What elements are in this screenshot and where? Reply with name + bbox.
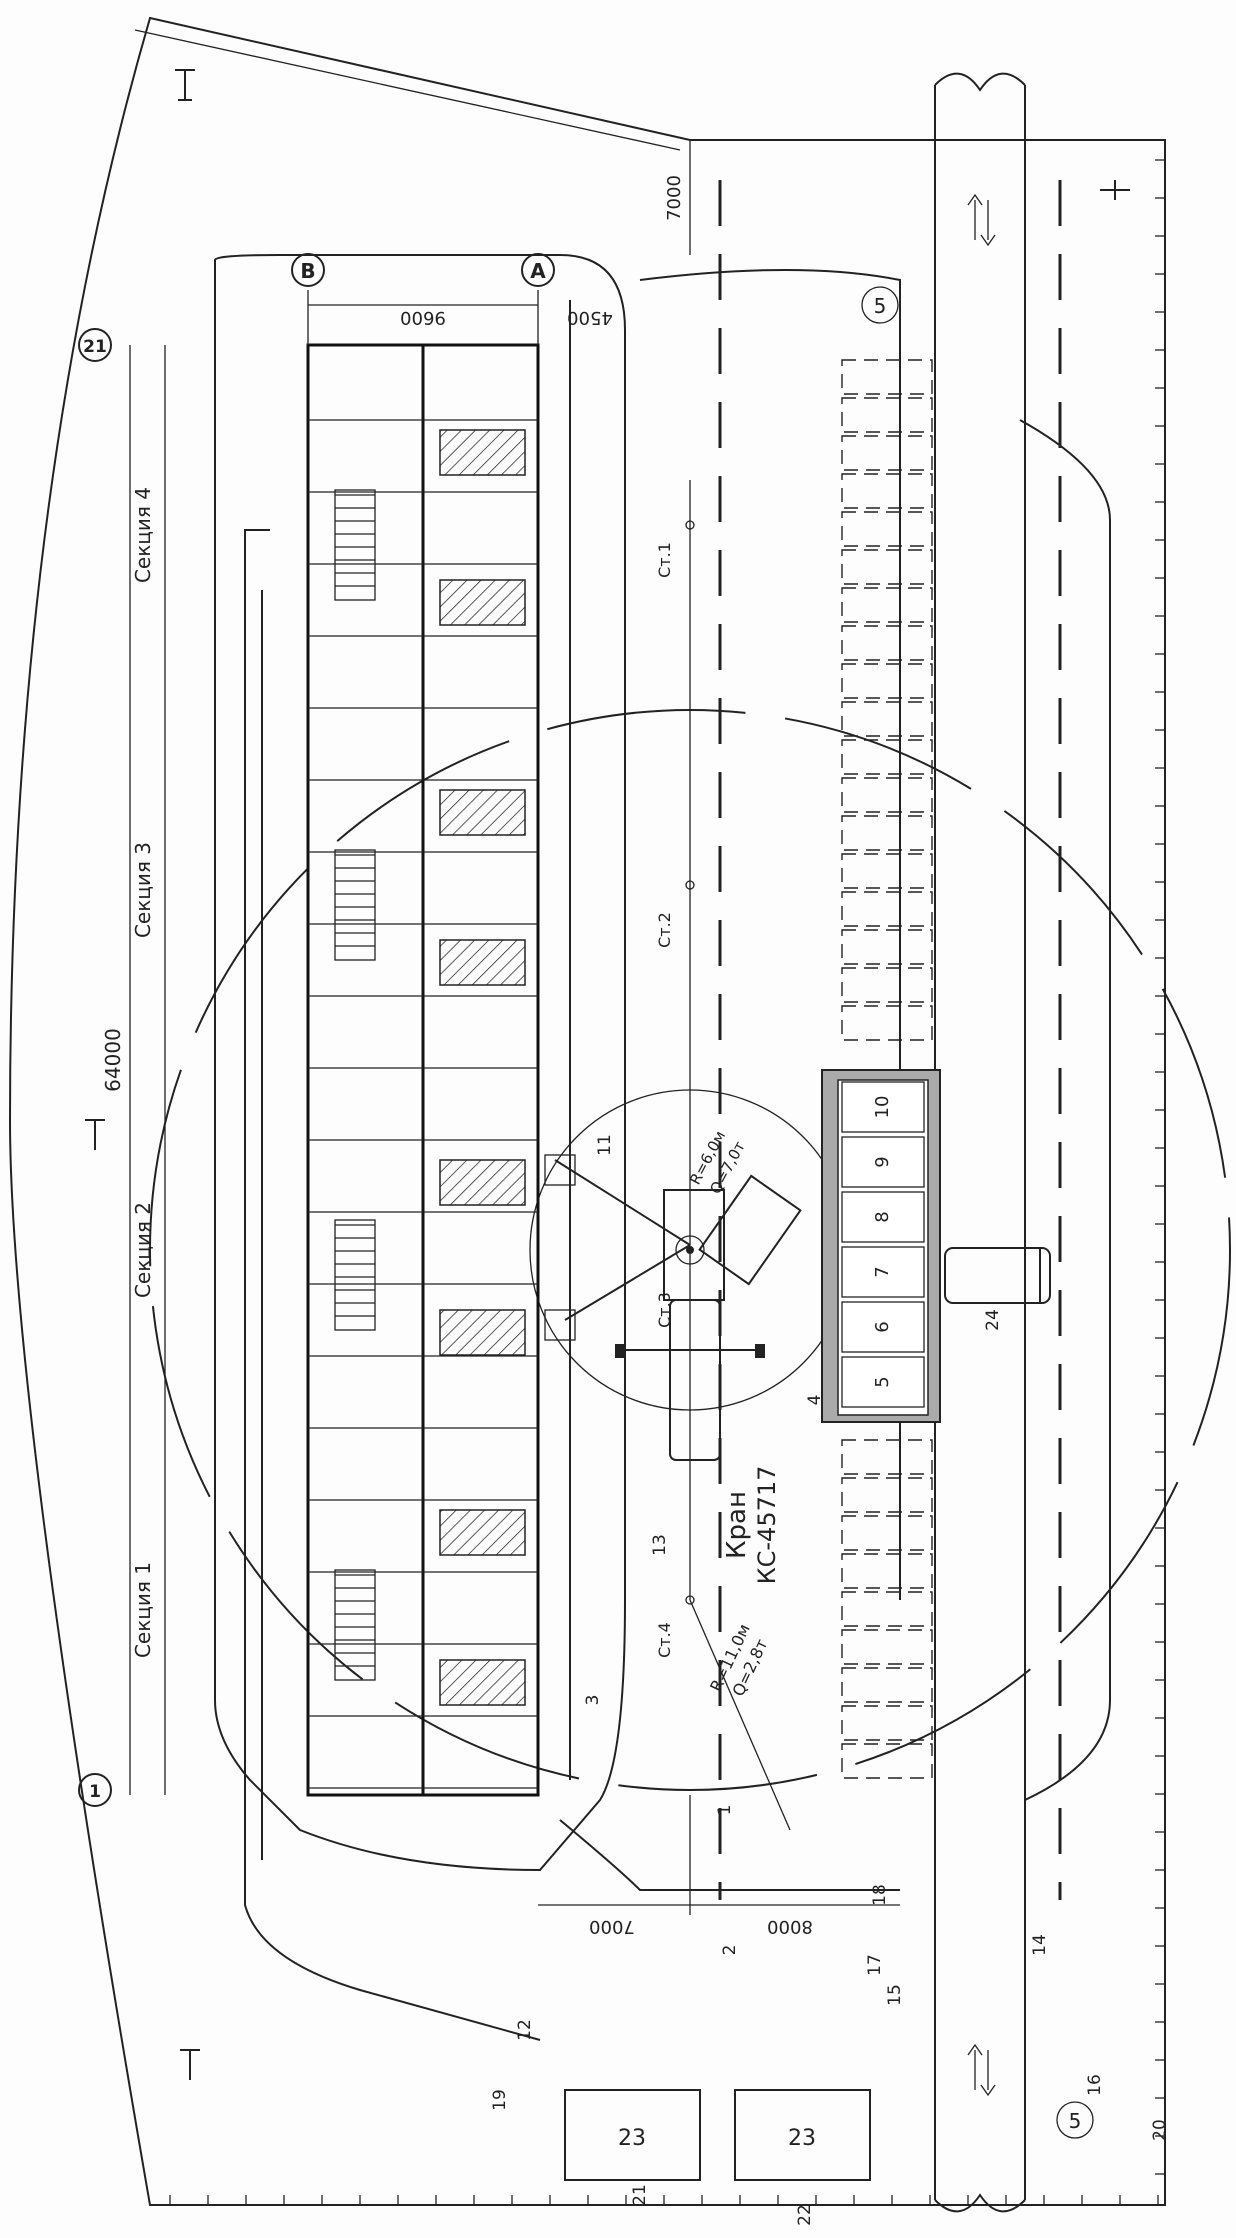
dim-offset-right: 4500 — [567, 307, 613, 328]
dim-overall-length: 64000 — [101, 1028, 125, 1092]
callout-label: 2 — [720, 1945, 740, 1956]
callout-label: 11 — [595, 1134, 615, 1156]
storage-cell-label: 7 — [872, 1266, 893, 1277]
storage-cell-label: 5 — [872, 1376, 893, 1387]
crane-labels: Кран КС-45717 R=6,0м Q=7,0т R=11,0м Q=2,… — [686, 1128, 791, 1831]
dim-top-margin: 7000 — [664, 175, 685, 221]
station-4: Ст.4 — [655, 1622, 674, 1658]
callout-label: 4 — [805, 1395, 825, 1406]
dim-bottom-2: 8000 — [767, 1916, 813, 1937]
station-2: Ст.2 — [655, 912, 674, 948]
axis-label-bottom: 1 — [89, 1782, 101, 1802]
temporary-road — [214, 180, 1111, 1900]
residential-building — [306, 343, 540, 1797]
callout-label: 19 — [490, 2089, 510, 2111]
callout-label: 18 — [870, 1884, 890, 1906]
station-1: Ст.1 — [655, 542, 674, 578]
storage-cell-label: 8 — [872, 1211, 893, 1222]
section-label-2: Секция 2 — [131, 1202, 155, 1298]
axis-label-left: В — [300, 259, 315, 283]
storage-cell-label: 10 — [872, 1096, 893, 1119]
crane-stations: Ст.1 Ст.2 Ст.3 Ст.4 — [655, 480, 695, 1658]
storage-cell-label: 6 — [872, 1321, 893, 1332]
lamp-icons — [85, 69, 1130, 2080]
axis-label-right: А — [530, 259, 546, 283]
storage-cell-label: 9 — [872, 1156, 893, 1167]
truck-icon — [944, 1247, 1051, 1304]
crane-name: Кран — [722, 1491, 752, 1559]
marker-label: 5 — [1069, 2109, 1082, 2133]
callout-label: 21 — [630, 2184, 650, 2206]
callout-label: 15 — [885, 1984, 905, 2006]
callout-label: 16 — [1085, 2074, 1105, 2096]
axis-markers: В А 21 1 — [78, 253, 555, 1807]
section-label-4: Секция 4 — [131, 487, 155, 583]
drainage-line — [244, 529, 541, 2041]
section-labels: Секция 4 Секция 3 Секция 2 Секция 1 — [131, 345, 166, 1795]
dim-bottom-1: 7000 — [589, 1916, 635, 1937]
site-building-label: 23 — [618, 2126, 646, 2151]
callout-label: 20 — [1150, 2119, 1170, 2141]
site-building-label: 23 — [788, 2126, 816, 2151]
site-buildings: 23 23 — [564, 2089, 871, 2181]
dimension-lines: 9600 4500 7000 64000 7000 8000 — [101, 140, 900, 1937]
callout-label: 3 — [583, 1695, 603, 1706]
callout-label: 22 — [795, 2204, 815, 2226]
crane-model: КС-45717 — [753, 1466, 781, 1585]
site-fence — [8, 16, 1166, 2206]
callout-label: 13 — [650, 1534, 670, 1556]
dim-building-width: 9600 — [400, 307, 446, 328]
public-road — [934, 72, 1026, 2213]
callout-label: 14 — [1030, 1934, 1050, 1956]
callout-label: 24 — [983, 1309, 1003, 1331]
axis-label-top: 21 — [83, 337, 107, 357]
storage-area: 10 9 8 7 6 5 — [821, 359, 941, 1779]
section-label-1: Секция 1 — [131, 1562, 155, 1658]
station-3: Ст.3 — [655, 1292, 674, 1328]
circle-markers: 5 5 — [861, 286, 1094, 2139]
crane-icon — [544, 1154, 802, 1461]
section-label-3: Секция 3 — [131, 842, 155, 938]
callout-label: 1 — [715, 1805, 735, 1816]
marker-label: 5 — [874, 294, 887, 318]
callout-label: 17 — [865, 1954, 885, 1976]
callout-label: 12 — [515, 2019, 535, 2041]
